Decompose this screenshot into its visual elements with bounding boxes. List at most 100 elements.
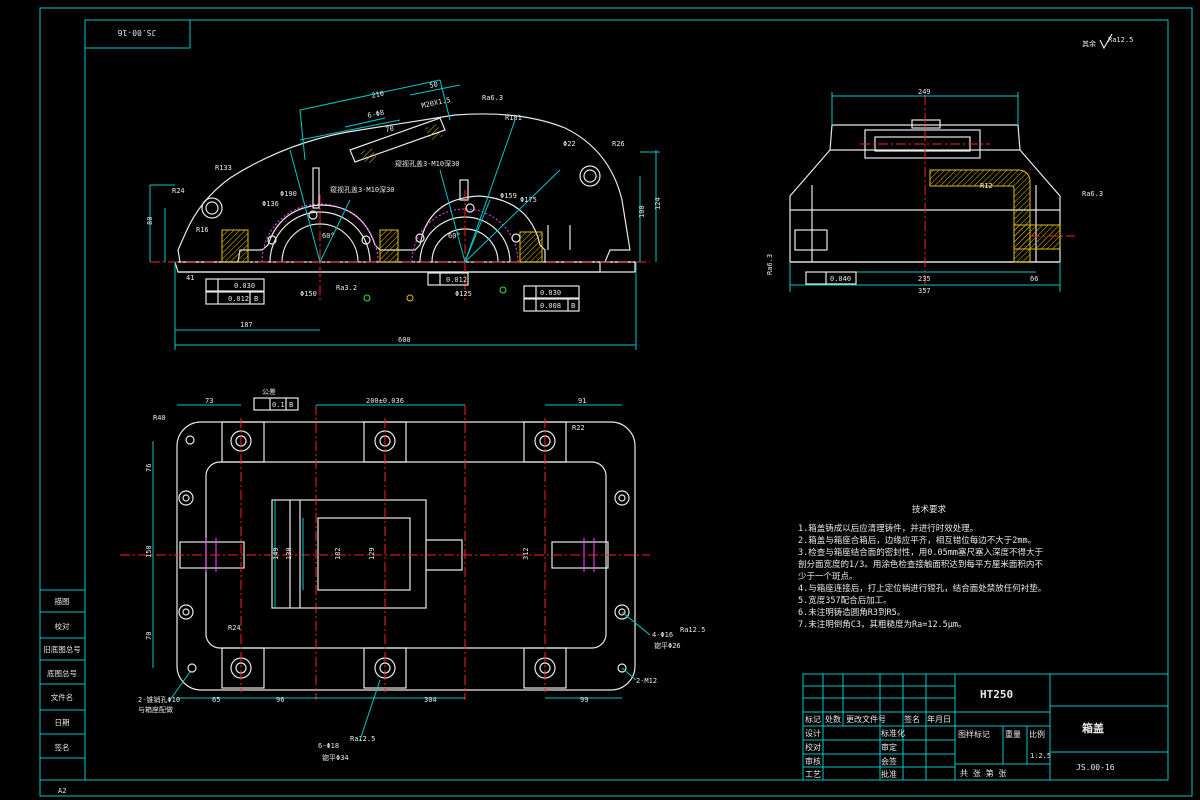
side-label-strip: 描图 校对 旧底图总号 底图总号 文件名 日期 签名 A2 (39, 589, 86, 795)
tb-rev-doc: 更改文件号 (846, 714, 886, 724)
tech-req-line-2: 2.箱盖与箱座合箱后，边缘应平齐，相互错位每边不大于2mm。 (798, 535, 1036, 546)
fv-dim-phi190: Φ190 (280, 190, 297, 198)
tech-req-title: 技术要求 (912, 504, 947, 515)
tb-role-process: 工艺 (805, 770, 821, 779)
sv-ra63-b: Ra6.3 (766, 254, 774, 275)
page-number: A2 (58, 787, 66, 795)
side-label-checker: 校对 (55, 621, 70, 631)
tv-tol-letter: B (289, 401, 293, 409)
fv-dim-phi136: Φ136 (262, 200, 279, 208)
tv-pin-holes: 2-锥销孔Φ10 (138, 695, 180, 704)
tb-stage-mark: 图样标记 (958, 729, 990, 739)
sv-dim-235: 235 (918, 275, 931, 283)
fv-dim-60-left: 60° (322, 232, 335, 240)
fv-dim-r16: R16 (196, 226, 209, 234)
fv-dim-80: 80 (146, 217, 154, 225)
drawing-number-mirrored: JS.00-16 (118, 28, 157, 37)
side-label-base-drawing: 底图总号 (47, 668, 77, 678)
tech-req-line-6: 4.与箱座连接后，打上定位销进行镗孔，结合面处禁放任何衬垫。 (798, 583, 1046, 594)
fv-note-peephole-b: 窥视孔盖3-M10深30 (330, 185, 395, 194)
tb-drawing-number: JS.00-16 (1076, 763, 1115, 772)
tb-material: HT250 (980, 688, 1013, 701)
fv-dim-70: 70 (385, 124, 395, 134)
side-label-date: 日期 (55, 718, 70, 727)
fv-dim-r181: R181 (505, 114, 522, 122)
tb-scale: 1:2.5 (1030, 752, 1051, 760)
tv-hole-4phi16: 4-Φ16 (652, 631, 673, 639)
fv-dim-r133: R133 (215, 164, 232, 172)
tb-rev-sign: 签名 (904, 714, 920, 724)
tech-req-line-3: 3.检查与箱座结合面的密封性，用0.05mm塞尺塞入深度不得大于 (798, 547, 1043, 558)
tv-dim-96: 96 (276, 696, 284, 704)
tb-sheet: 共 张 第 张 (960, 768, 1006, 778)
sheet-border (39, 7, 1193, 797)
fv-dim-100: 100 (638, 205, 646, 218)
tb-role-approve-a: 审定 (881, 742, 897, 752)
side-label-tracer: 描图 (55, 596, 70, 606)
tb-part-name: 箱盖 (1082, 721, 1104, 735)
fv-dim-6phi8: 6-Φ8 (367, 109, 385, 120)
fv-ra32-a: Ra3.2 (336, 284, 357, 292)
fv-dim-41: 41 (186, 274, 194, 282)
side-label-signature: 签名 (55, 742, 70, 752)
title-block: 标记 处数 更改文件号 签名 年月日 设计 校对 审核 工艺 标准化 审定 会签… (802, 673, 1169, 781)
fv-tol-letter-1: B (254, 295, 258, 303)
tv-dim-76: 76 (145, 464, 153, 472)
tv-dim-150: 150 (145, 545, 153, 558)
fv-note-peephole-a: 窥视孔盖3-M10深30 (395, 159, 460, 168)
tv-dim-r24: R24 (228, 624, 241, 632)
tech-req-line-9: 7.未注明倒角C3，其粗糙度为Ra=12.5μm。 (798, 619, 967, 630)
tv-tol-value: 0.1 (272, 401, 285, 409)
tv-dim-70: 70 (145, 632, 153, 640)
fv-dim-phi125: Φ125 (455, 290, 472, 298)
tv-pin-note: 与箱座配做 (138, 705, 173, 714)
drawing-number-box: JS.00-16 (84, 19, 191, 49)
tech-req-line-4: 剖分面宽度的1/3。用涂色检查接触面积达到每平方厘米面积内不 (798, 559, 1043, 570)
sv-dim-r12: R12 (980, 182, 993, 190)
tv-spot-26: 锪平Φ26 (654, 641, 681, 650)
tv-dim-182: 182 (334, 547, 342, 560)
tv-dim-130: 130 (285, 547, 293, 560)
tb-role-check: 校对 (805, 742, 821, 752)
fv-tol-5: 0.008 (540, 302, 561, 310)
fv-dim-210: 210 (371, 89, 385, 99)
tv-dim-200: 200±0.036 (366, 397, 404, 405)
tb-scale-label: 比例 (1029, 729, 1045, 739)
tv-hole-2m12: 2-M12 (636, 677, 657, 685)
tv-dim-r40: R40 (153, 414, 166, 422)
fv-dim-phi22: Φ22 (563, 140, 576, 148)
side-label-filename: 文件名 (51, 692, 74, 702)
fv-dim-50: 50 (429, 80, 439, 90)
fv-tol-3: 0.012 (446, 276, 467, 284)
fv-dim-phi175: Φ175 (520, 196, 537, 204)
tv-ra125-b: Ra12.5 (350, 735, 375, 743)
fv-dim-60-right: 60° (448, 232, 461, 240)
sv-dim-357: 357 (918, 287, 931, 295)
surface-finish-note: 其余 Ra12.5 (1082, 33, 1133, 50)
tv-dim-304: 304 (424, 696, 437, 704)
tb-rev-date: 年月日 (927, 714, 951, 724)
fv-tol-2: 0.012 (228, 295, 249, 303)
tv-dim-65: 65 (212, 696, 220, 704)
tv-spot-34: 锪平Φ34 (322, 753, 349, 762)
fv-dim-phi159: Φ159 (500, 192, 517, 200)
surface-finish-label: 其余 (1082, 39, 1096, 48)
side-label-old-drawing: 旧底图总号 (43, 644, 81, 654)
tv-dim-91: 91 (578, 397, 586, 405)
sv-ra63-a: Ra6.3 (1082, 190, 1103, 198)
tv-dim-r22: R22 (572, 424, 585, 432)
tech-req-line-7: 5.宽度357配合后加工。 (798, 595, 892, 606)
tv-dim-312: 312 (522, 547, 530, 560)
sv-dim-66: 66 (1030, 275, 1038, 283)
tb-role-standard: 标准化 (881, 728, 905, 738)
fv-tol-4: 0.030 (540, 289, 561, 297)
tb-rev-mark: 标记 (805, 714, 821, 724)
sv-tol: 0.040 (830, 275, 851, 283)
fv-ra63-a: Ra6.3 (482, 94, 503, 102)
side-view: 249 R12 Ra6.3 235 357 66 0.040 Ra6.3 (766, 88, 1103, 295)
tv-tol-header: 公差 (262, 387, 276, 396)
fv-tol-1: 0.030 (234, 282, 255, 290)
tb-role-countersign: 会签 (881, 756, 897, 766)
surface-finish-value: Ra12.5 (1108, 36, 1133, 44)
